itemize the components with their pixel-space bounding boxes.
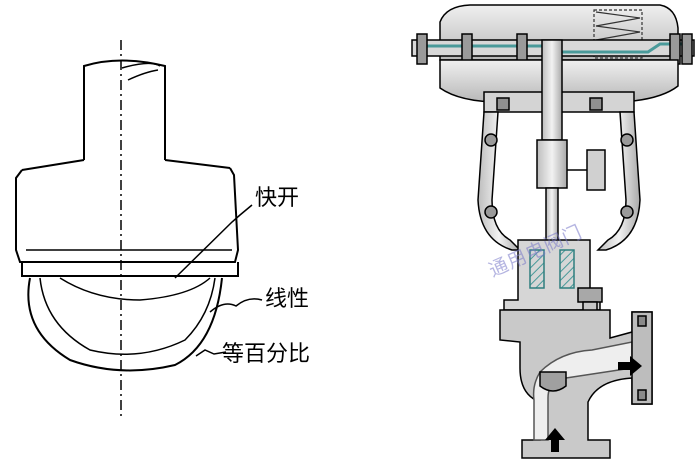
outlet-flow-arrow xyxy=(618,356,642,376)
valve-cutaway xyxy=(411,4,695,459)
label-quick-open: 快开 xyxy=(255,186,300,211)
leader-linear xyxy=(209,298,263,313)
quick-open-curve xyxy=(59,277,211,301)
yoke-left-arm xyxy=(477,111,522,251)
stem-connector xyxy=(536,139,568,189)
flow-arrows xyxy=(545,356,642,452)
leader-equal xyxy=(195,349,227,357)
leader-quick-open xyxy=(174,204,253,279)
linear-curve xyxy=(39,277,216,355)
inlet-flow-arrow xyxy=(545,428,565,452)
bonnet-side-plug xyxy=(577,287,603,303)
packing-left xyxy=(529,249,545,289)
plug-top xyxy=(21,159,231,171)
actuator-stem xyxy=(541,39,563,141)
valve-body xyxy=(499,309,653,459)
plug-stem xyxy=(83,59,166,160)
label-linear: 线性 xyxy=(265,287,310,312)
label-equal-percentage: 等百分比 xyxy=(222,342,311,367)
travel-indicator xyxy=(586,149,606,191)
plug-body xyxy=(15,167,240,263)
valve-plug xyxy=(539,371,567,392)
packing-right xyxy=(559,249,575,289)
equal-percentage-curve xyxy=(27,277,223,372)
plug-sketch xyxy=(15,40,263,418)
